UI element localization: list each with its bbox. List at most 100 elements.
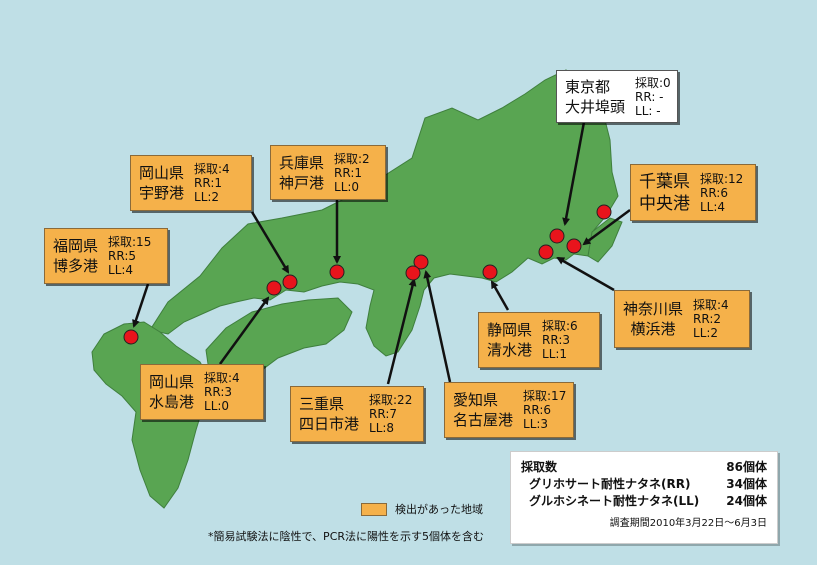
ll-count: LL: - <box>635 103 661 118</box>
ll-count: LL:8 <box>369 421 395 435</box>
ll-count: LL:0 <box>204 399 230 413</box>
prefecture-label: 神奈川県 <box>623 300 684 318</box>
prefecture-label: 千葉県 <box>639 171 690 192</box>
arrow-chiba <box>582 208 631 246</box>
callout-place: 神奈川県 横浜港 <box>623 299 683 339</box>
sampled-count: 採取:6 <box>542 319 578 333</box>
prefecture-label: 愛知県 <box>453 391 499 409</box>
callout-place: 東京都 大井埠頭 <box>565 77 625 117</box>
marker-hyogo <box>329 264 345 280</box>
marker-fukuoka <box>123 329 139 345</box>
summary-row: 採取数 86個体 <box>521 459 767 476</box>
sampled-count: 採取:12 <box>700 171 744 186</box>
honshu-landmass <box>149 69 619 357</box>
rr-count: RR:1 <box>334 165 362 180</box>
prefecture-label: 兵庫県 <box>279 153 325 172</box>
callout-stats: 採取:2 RR:1 LL:0 <box>334 152 370 194</box>
sampled-count: 採取:15 <box>108 235 152 249</box>
callout-okayama-mizushima: 岡山県 水島港 採取:4 RR:3 LL:0 <box>140 364 264 420</box>
legend-swatch <box>361 502 387 516</box>
map-legend: 検出があった地域 <box>361 501 483 517</box>
port-label: 中央港 <box>639 193 690 214</box>
ll-count: LL:1 <box>542 347 568 361</box>
callout-mie: 三重県 四日市港 採取:22 RR:7 LL:8 <box>290 386 424 442</box>
sampled-count: 採取:4 <box>204 371 240 385</box>
sampled-count: 採取:22 <box>369 393 413 407</box>
rr-count: RR:2 <box>693 312 721 326</box>
rr-count: RR: - <box>635 89 664 104</box>
summary-value: 86個体 <box>726 460 767 474</box>
rr-count: RR:1 <box>194 176 222 190</box>
arrow-fukuoka <box>132 283 150 328</box>
callout-stats: 採取:4 RR:2 LL:2 <box>693 298 729 340</box>
port-label: 横浜港 <box>630 320 676 338</box>
port-label: 大井埠頭 <box>565 97 626 116</box>
sampled-count: 採取:2 <box>334 151 370 166</box>
ll-count: LL:2 <box>693 326 719 340</box>
callout-place: 福岡県 博多港 <box>53 236 98 276</box>
footnote: *簡易試験法に陰性で、PCR法に陽性を示す5個体を含む <box>208 530 485 543</box>
summary-value: 34個体 <box>726 477 767 491</box>
summary-label: グリホサート耐性ナタネ(RR) <box>529 477 691 491</box>
callout-chiba: 千葉県 中央港 採取:12 RR:6 LL:4 <box>630 164 756 221</box>
port-label: 神戸港 <box>279 173 325 192</box>
prefecture-label: 福岡県 <box>53 237 99 255</box>
boso-peninsula <box>587 217 623 263</box>
prefecture-label: 三重県 <box>299 395 345 413</box>
sampled-count: 採取:0 <box>635 75 671 90</box>
callout-tokyo: 東京都 大井埠頭 採取:0 RR: - LL: - <box>556 70 678 123</box>
callout-hyogo: 兵庫県 神戸港 採取:2 RR:1 LL:0 <box>270 145 386 200</box>
callout-stats: 採取:22 RR:7 LL:8 <box>369 393 412 435</box>
callout-okayama-uno: 岡山県 宇野港 採取:4 RR:1 LL:2 <box>130 155 252 211</box>
marker-chiba-north <box>596 204 612 220</box>
callout-kanagawa: 神奈川県 横浜港 採取:4 RR:2 LL:2 <box>614 290 750 348</box>
marker-kanagawa <box>538 244 554 260</box>
arrow-tokyo <box>562 121 586 226</box>
callout-stats: 採取:6 RR:3 LL:1 <box>542 319 578 361</box>
prefecture-label: 岡山県 <box>149 373 195 391</box>
callout-stats: 採取:4 RR:3 LL:0 <box>204 371 240 413</box>
prefecture-label: 静岡県 <box>487 321 533 339</box>
summary-row: グルホシネート耐性ナタネ(LL) 24個体 <box>521 493 767 510</box>
callout-place: 静岡県 清水港 <box>487 320 532 360</box>
survey-period: 調査期間2010年3月22日〜6月3日 <box>609 518 767 529</box>
marker-mie <box>405 265 421 281</box>
sampled-count: 採取:4 <box>194 162 230 176</box>
ll-count: LL:3 <box>523 417 549 431</box>
rr-count: RR:6 <box>523 403 551 417</box>
marker-shizuoka <box>482 264 498 280</box>
callout-stats: 採取:0 RR: - LL: - <box>635 76 671 118</box>
arrow-aichi <box>423 270 452 383</box>
callout-place: 岡山県 水島港 <box>149 372 194 412</box>
rr-count: RR:6 <box>700 185 728 200</box>
arrow-mie <box>386 278 417 385</box>
callout-place: 兵庫県 神戸港 <box>279 153 324 193</box>
marker-chiba <box>566 238 582 254</box>
arrow-shizuoka <box>490 280 510 311</box>
arrow-okayama-mizushima <box>218 296 270 365</box>
port-label: 宇野港 <box>139 184 185 202</box>
callout-stats: 採取:15 RR:5 LL:4 <box>108 235 151 277</box>
port-label: 博多港 <box>53 257 99 275</box>
callout-place: 岡山県 宇野港 <box>139 163 184 203</box>
summary-label: 採取数 <box>521 460 558 474</box>
summary-box: 採取数 86個体 グリホサート耐性ナタネ(RR) 34個体 グルホシネート耐性ナ… <box>510 451 778 544</box>
ll-count: LL:0 <box>334 179 360 194</box>
marker-aichi <box>413 254 429 270</box>
legend-label: 検出があった地域 <box>395 503 483 516</box>
sampled-count: 採取:17 <box>523 389 567 403</box>
rr-count: RR:3 <box>542 333 570 347</box>
arrow-okayama-uno <box>250 211 290 274</box>
callout-place: 愛知県 名古屋港 <box>453 390 513 430</box>
callout-place: 千葉県 中央港 <box>639 171 690 215</box>
ll-count: LL:4 <box>108 263 134 277</box>
callout-stats: 採取:4 RR:1 LL:2 <box>194 162 230 204</box>
ll-count: LL:4 <box>700 199 726 214</box>
callout-stats: 採取:17 RR:6 LL:3 <box>523 389 566 431</box>
summary-value: 24個体 <box>726 494 767 508</box>
ll-count: LL:2 <box>194 190 220 204</box>
rr-count: RR:7 <box>369 407 397 421</box>
callout-fukuoka: 福岡県 博多港 採取:15 RR:5 LL:4 <box>44 228 168 284</box>
rr-count: RR:5 <box>108 249 136 263</box>
prefecture-label: 岡山県 <box>139 164 185 182</box>
